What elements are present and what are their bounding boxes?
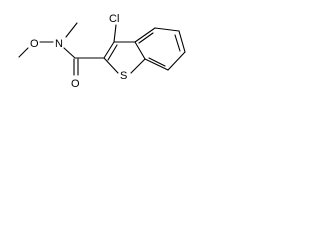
bond-lines — [18, 22, 186, 76]
atom-label-oxygen-methoxy: O — [30, 38, 39, 50]
bond-c3a-c7a — [134, 41, 146, 60]
atom-label-oxygen-carbonyl: O — [71, 78, 80, 90]
bond-n-methyl — [65, 22, 78, 38]
bond-c7a-s — [130, 58, 146, 74]
bond-c7-c7a-a — [144, 58, 169, 71]
bond-s-c2 — [103, 57, 119, 74]
bond-c4-c3a-inner — [138, 32, 154, 44]
atom-labels: Cl O N O S — [30, 13, 127, 90]
atom-label-sulfur: S — [120, 70, 127, 82]
bond-c6-c7 — [167, 51, 186, 71]
bond-c2-c3-b — [107, 44, 118, 61]
bond-n-amide-c — [63, 47, 76, 59]
bond-c5-c6-a — [178, 30, 186, 53]
bond-c4-c5 — [154, 27, 180, 32]
atom-label-nitrogen: N — [55, 38, 63, 50]
atom-label-chlorine: Cl — [109, 13, 119, 25]
bond-c5-c6-b — [174, 34, 181, 52]
bond-c3a-c4 — [134, 27, 156, 43]
chemical-structure-diagram: Cl O N O S — [18, 13, 186, 90]
bond-c3-cl — [113, 24, 117, 43]
bond-c2-c3-a — [103, 41, 115, 59]
bond-methyl-methoxy-o — [18, 47, 29, 58]
bond-c7-c7a-b — [148, 57, 166, 67]
